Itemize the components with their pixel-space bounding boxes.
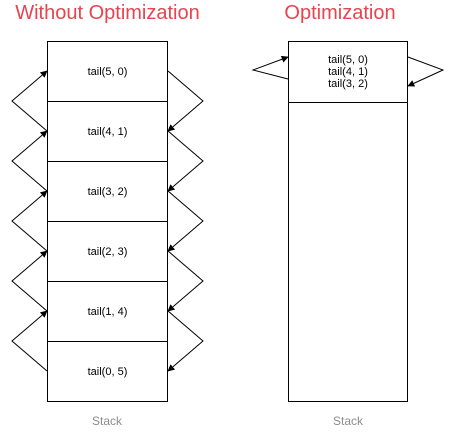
- stack-frame: tail(1, 4): [48, 282, 167, 342]
- merged-frame-line: tail(4, 1): [328, 66, 368, 78]
- optimized-left-arrow: [251, 55, 289, 80]
- left-call-arrow-4: [11, 250, 48, 312]
- right-call-arrow-3: [167, 190, 204, 252]
- merged-frame-line: tail(3, 2): [328, 78, 368, 90]
- left-call-arrow-1: [11, 70, 48, 132]
- stack-frame: tail(0, 5): [87, 366, 128, 378]
- stack-frame: tail(5, 0): [48, 42, 167, 102]
- left-call-arrow-3: [11, 190, 48, 252]
- stack-frame: tail(3, 2): [48, 162, 167, 222]
- left-call-arrow-2: [11, 130, 48, 192]
- title-without-optimization: Without Optimization: [15, 2, 200, 24]
- stack-without-optimization: tail(5, 0) tail(4, 1) tail(3, 2) tail(2,…: [47, 41, 168, 402]
- right-call-arrow-2: [167, 130, 204, 192]
- right-call-arrow-5: [167, 310, 204, 372]
- left-call-arrow-5: [11, 310, 48, 372]
- stack-optimization: tail(5, 0) tail(4, 1) tail(3, 2): [288, 41, 408, 402]
- stack-caption-right: Stack: [332, 414, 363, 428]
- right-call-arrow-1: [167, 70, 204, 132]
- optimized-right-arrow: [407, 56, 445, 87]
- title-optimization: Optimization: [284, 2, 396, 24]
- merged-stack-frame: tail(5, 0) tail(4, 1) tail(3, 2): [289, 42, 407, 103]
- stack-frame: tail(2, 3): [48, 222, 167, 282]
- stack-frame: tail(4, 1): [48, 102, 167, 162]
- stack-caption-left: Stack: [91, 414, 122, 428]
- merged-frame-line: tail(5, 0): [328, 54, 368, 66]
- right-call-arrow-4: [167, 250, 204, 312]
